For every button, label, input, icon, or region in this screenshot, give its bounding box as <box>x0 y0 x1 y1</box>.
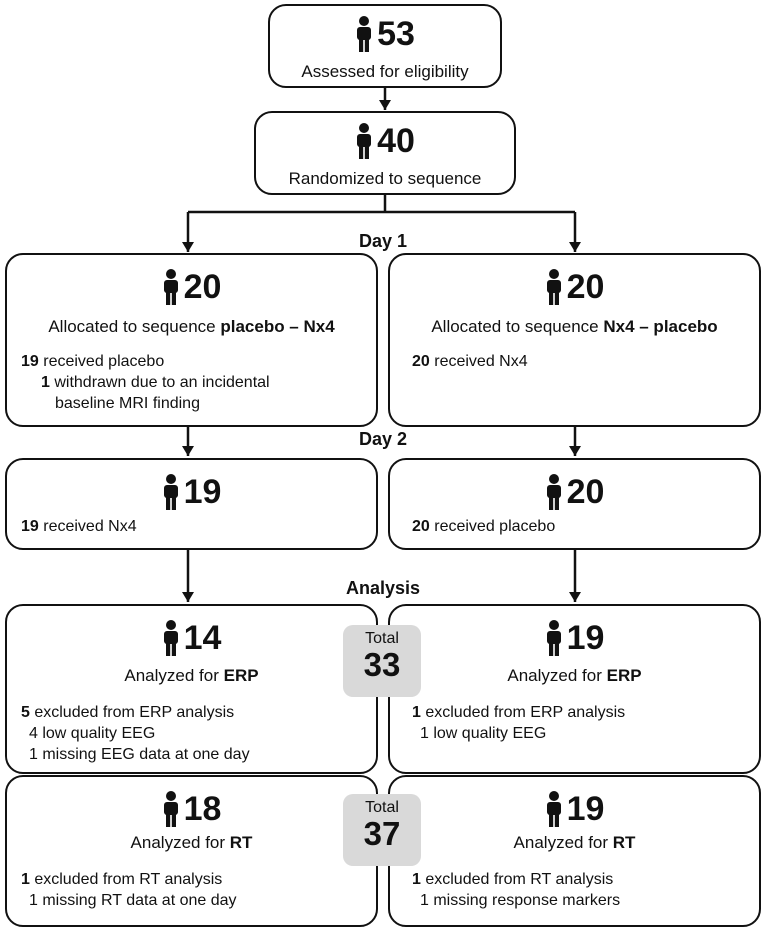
randomized-label: Randomized to sequence <box>288 169 482 188</box>
right-rt-box: 19 Analyzed for RT 1 excluded from RT an… <box>388 775 761 927</box>
left-alloc-line1: 19 received placebo <box>21 353 165 370</box>
person-icon <box>163 269 178 305</box>
person-icon <box>546 269 561 305</box>
right-alloc-count: 20 <box>566 268 605 306</box>
total-erp-value: 33 <box>363 646 401 683</box>
left-alloc-count: 20 <box>183 268 222 306</box>
right-allocation-box: 20 Allocated to sequence Nx4 – placebo 2… <box>388 253 761 427</box>
left-alloc-line2: 1 withdrawn due to an incidental <box>41 374 270 391</box>
right-day2-count: 20 <box>566 473 605 511</box>
right-rt-label: Analyzed for RT <box>513 833 636 852</box>
total-erp-badge: Total 33 <box>343 625 421 697</box>
day1-label: Day 1 <box>343 231 423 252</box>
right-alloc-line1: 20 received Nx4 <box>412 353 528 370</box>
total-rt-label: Total <box>365 799 399 816</box>
total-rt-value: 37 <box>363 815 401 852</box>
right-rt-line2: 1 missing response markers <box>420 892 621 909</box>
total-erp-label: Total <box>365 630 399 647</box>
person-icon <box>546 620 561 656</box>
left-day2-box: 19 19 received Nx4 <box>5 458 378 550</box>
right-day2-box: 20 20 received placebo <box>388 458 761 550</box>
person-icon <box>163 474 178 510</box>
right-day2-line1: 20 received placebo <box>412 518 556 535</box>
person-icon <box>357 16 372 52</box>
left-rt-box: 18 Analyzed for RT 1 excluded from RT an… <box>5 775 378 927</box>
right-rt-line1: 1 excluded from RT analysis <box>412 871 614 888</box>
left-erp-line2: 4 low quality EEG <box>29 725 156 742</box>
left-erp-box: 14 Analyzed for ERP 5 excluded from ERP … <box>5 604 378 774</box>
analysis-label: Analysis <box>323 578 443 599</box>
right-rt-count: 19 <box>566 790 605 828</box>
left-erp-line1: 5 excluded from ERP analysis <box>21 704 235 721</box>
right-erp-count: 19 <box>566 619 605 657</box>
right-erp-line1: 1 excluded from ERP analysis <box>412 704 626 721</box>
person-icon <box>357 123 372 159</box>
assessed-box: 53 Assessed for eligibility <box>268 4 502 88</box>
left-erp-count: 14 <box>183 619 222 657</box>
left-day2-line1: 19 received Nx4 <box>21 518 137 535</box>
left-erp-label: Analyzed for ERP <box>124 666 259 685</box>
person-icon <box>163 620 178 656</box>
left-rt-line1: 1 excluded from RT analysis <box>21 871 223 888</box>
person-icon <box>546 474 561 510</box>
randomized-box: 40 Randomized to sequence <box>254 111 516 195</box>
left-rt-count: 18 <box>183 790 222 828</box>
right-alloc-label: Allocated to sequence Nx4 – placebo <box>431 317 718 336</box>
randomized-count: 40 <box>377 122 415 160</box>
left-day2-count: 19 <box>183 473 222 511</box>
left-rt-label: Analyzed for RT <box>130 833 253 852</box>
split-line <box>188 194 575 214</box>
right-erp-line2: 1 low quality EEG <box>420 725 547 742</box>
left-rt-line2: 1 missing RT data at one day <box>29 892 237 909</box>
right-erp-box: 19 Analyzed for ERP 1 excluded from ERP … <box>388 604 761 774</box>
left-erp-line3: 1 missing EEG data at one day <box>29 746 250 763</box>
day2-label: Day 2 <box>343 429 423 450</box>
total-rt-badge: Total 37 <box>343 794 421 866</box>
assessed-label: Assessed for eligibility <box>301 62 469 81</box>
person-icon <box>546 791 561 827</box>
assessed-count: 53 <box>377 15 415 53</box>
left-allocation-box: 20 Allocated to sequence placebo – Nx4 1… <box>5 253 378 427</box>
right-erp-label: Analyzed for ERP <box>507 666 642 685</box>
left-alloc-label: Allocated to sequence placebo – Nx4 <box>48 317 335 336</box>
left-alloc-line3: baseline MRI finding <box>55 395 200 412</box>
person-icon <box>163 791 178 827</box>
